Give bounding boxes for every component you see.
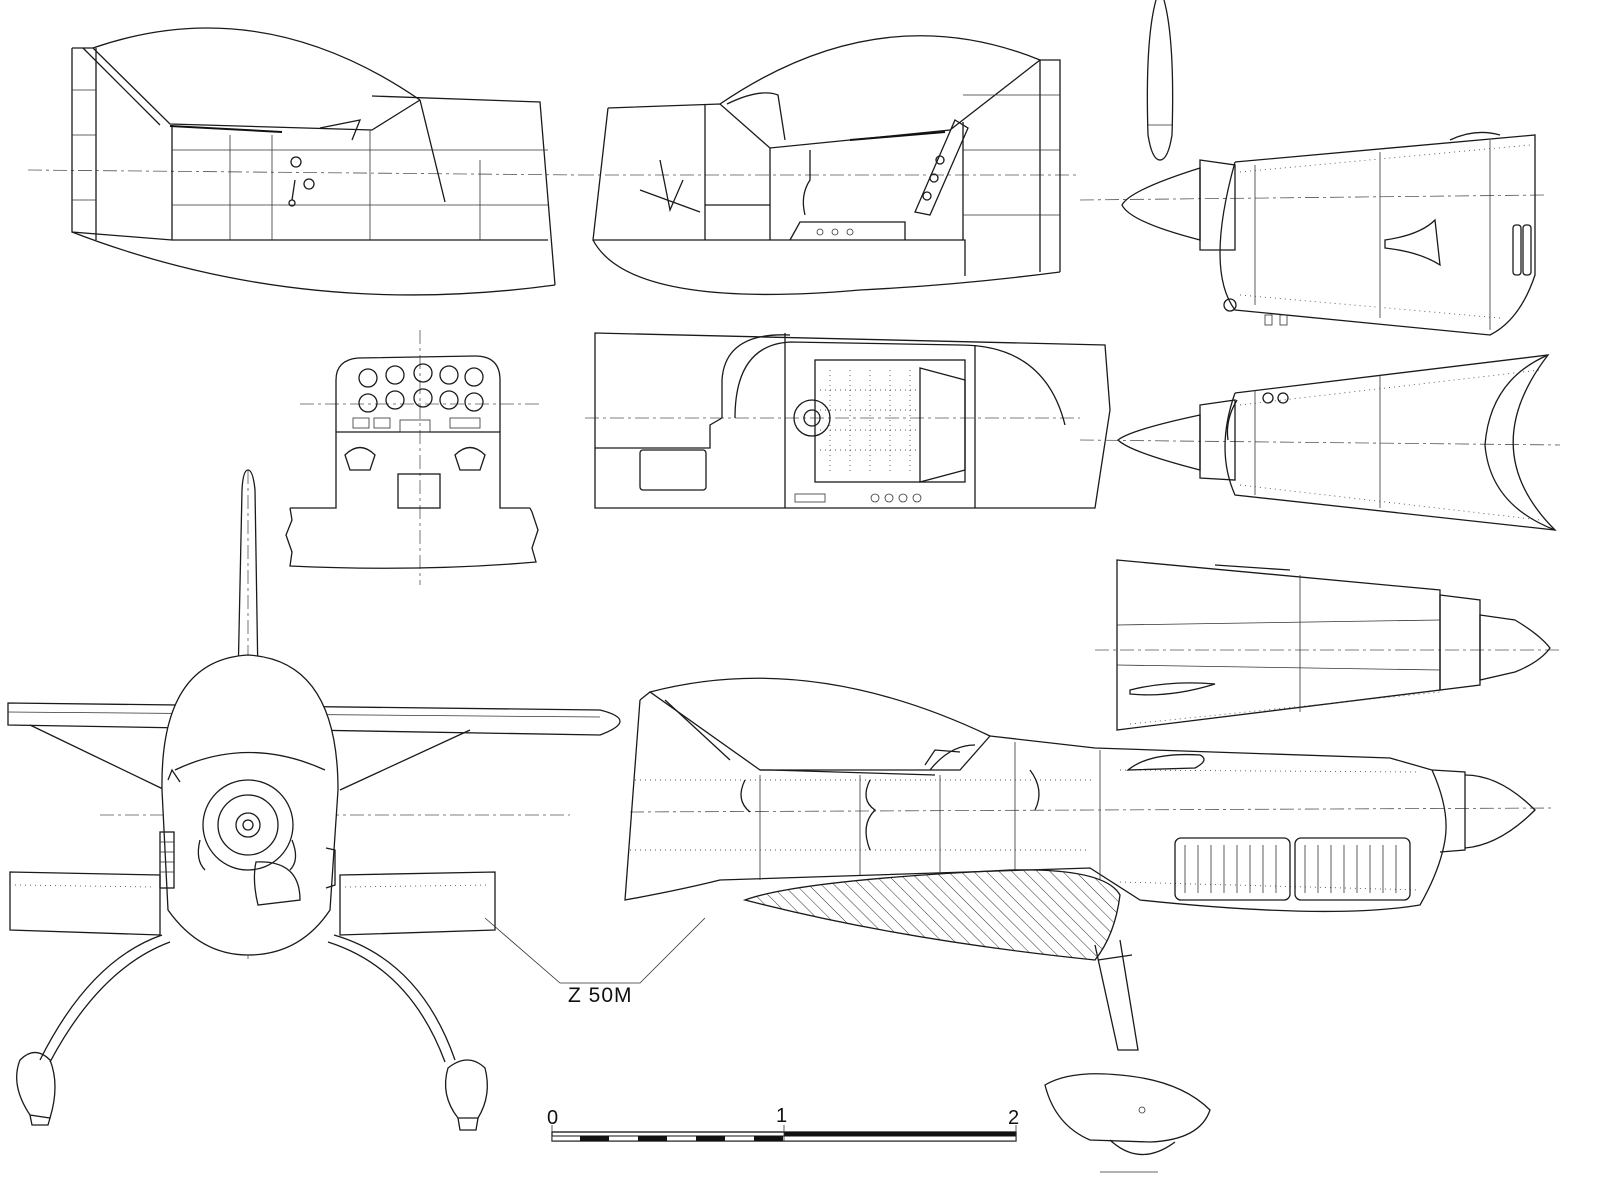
instrument-dials: [358, 363, 484, 413]
engine-cowling-top-view: [1079, 354, 1561, 531]
front-view: [7, 469, 706, 1131]
cockpit-instrument-panel-view: [285, 330, 540, 585]
fuselage-side-view: [624, 677, 1556, 1173]
scale-tick-2: 2: [1008, 1107, 1019, 1129]
aircraft-designation-label: Z 50M: [568, 984, 633, 1007]
cockpit-side-view-right: [580, 35, 1080, 296]
engine-cowling-bottom-view: [1095, 559, 1560, 731]
scale-tick-0: 0: [547, 1107, 558, 1129]
seat-cushion-grid: [820, 370, 920, 475]
designation-text: Z 50M: [568, 984, 633, 1007]
cockpit-side-view-left: [27, 27, 581, 296]
engine-cowling-side-view: [1079, 0, 1546, 336]
cockpit-top-view: [585, 332, 1111, 509]
cowling-louvres: [1174, 837, 1411, 901]
scale-tick-1: 1: [776, 1105, 787, 1127]
propeller-blade: [1146, 0, 1174, 161]
scale-bar: 0 1 2: [547, 1105, 1019, 1142]
